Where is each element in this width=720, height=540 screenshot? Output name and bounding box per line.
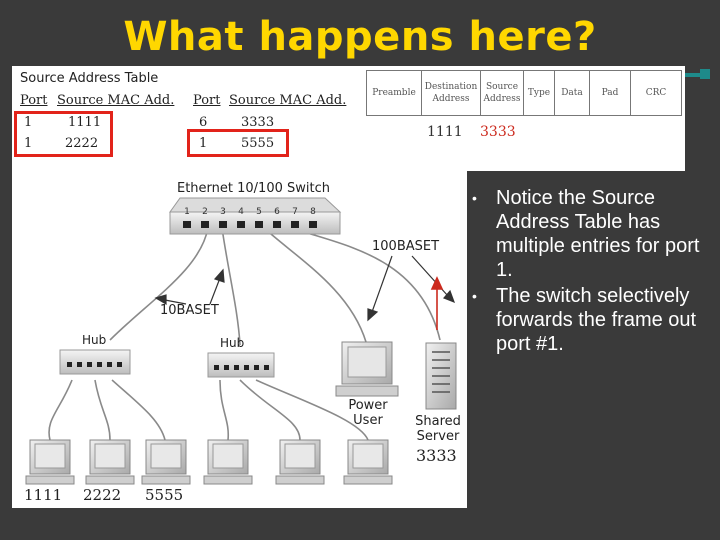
bullet-marker: • [472, 190, 477, 206]
cable-hub-right-pc5 [239, 379, 301, 441]
arrow-100baset-power [371, 255, 393, 313]
highlight-box-left [14, 111, 113, 157]
sat-left-row1-mac: 1111 [68, 115, 102, 130]
pc-mac-2222: 2222 [83, 486, 122, 504]
port-number-8: 8 [310, 207, 316, 217]
pc-hub2-b [275, 439, 325, 485]
sat-header-mac-left: Source MAC Add. [57, 93, 175, 108]
pc-hub2-a [203, 439, 253, 485]
sat-left-row1-port: 1 [24, 115, 33, 130]
label-10baset: 10BASET [160, 303, 219, 318]
sat-header-port-left: Port [20, 93, 48, 108]
frame-field-type: Type [523, 70, 555, 116]
switch-port-4 [237, 221, 245, 228]
bullet-item: • The switch selectively forwards the fra… [472, 284, 712, 356]
hub-right-device [207, 352, 275, 378]
cable-hub-left-pc3 [111, 379, 166, 441]
pc-hub2-c [343, 439, 393, 485]
switch-port-5 [255, 221, 263, 228]
arrow-10baset-hub [164, 299, 187, 305]
sat-left-row2-port: 1 [24, 136, 33, 151]
bullet-marker: • [472, 288, 477, 304]
port-number-5: 5 [256, 207, 262, 217]
hub-left-label: Hub [82, 333, 107, 347]
frame-field-data: Data [554, 70, 590, 116]
frame-field-crc: CRC [630, 70, 682, 116]
switch-port-2 [201, 221, 209, 228]
frame-field-pad: Pad [589, 70, 631, 116]
sat-header-port-right: Port [193, 93, 221, 108]
sat-left-row2-mac: 2222 [65, 136, 99, 151]
power-user-computer [335, 341, 399, 397]
cable-hub-right-pc6 [255, 379, 369, 441]
label-100baset: 100BASET [372, 239, 440, 254]
sat-right-row1-mac: 3333 [241, 115, 275, 130]
sat-right-row2-port: 1 [199, 136, 208, 151]
server-traffic-arrow [430, 276, 444, 330]
frame-format-table: Preamble Destination Address Source Addr… [366, 70, 682, 116]
bullet-text-1: Notice the Source Address Table has mult… [496, 187, 700, 281]
port-number-1: 1 [184, 207, 190, 217]
sat-right-row1-port: 6 [199, 115, 208, 130]
sat-title: Source Address Table [20, 71, 159, 86]
cable-switch-power-user [263, 227, 367, 343]
cable-lines [48, 227, 441, 441]
port-number-6: 6 [274, 207, 280, 217]
shared-server-label: Shared Server [415, 414, 461, 444]
cable-switch-hub-right [221, 227, 241, 346]
frame-field-preamble: Preamble [366, 70, 422, 116]
bullet-text-2: The switch selectively forwards the fram… [496, 285, 697, 355]
bullet-item: • Notice the Source Address Table has mul… [472, 186, 712, 282]
shared-server-device [425, 342, 457, 410]
hub-right-label: Hub [220, 336, 245, 350]
hub-left-device [59, 349, 131, 375]
switch-port-7 [291, 221, 299, 228]
sat-right-row2-mac: 5555 [241, 136, 275, 151]
port-number-2: 2 [202, 207, 208, 217]
frame-source-value: 3333 [480, 124, 516, 140]
power-user-label: Power User [348, 398, 388, 428]
arrow-100baset-server [411, 255, 449, 297]
highlight-box-right [187, 129, 289, 157]
ethernet-switch [169, 197, 342, 235]
switch-port-6 [273, 221, 281, 228]
pc-mac-1111: 1111 [24, 486, 63, 504]
cable-hub-right-pc4 [219, 379, 230, 441]
switch-label: Ethernet 10/100 Switch [177, 181, 330, 196]
decorative-square [700, 69, 710, 79]
switch-port-3 [219, 221, 227, 228]
frame-destination-value: 1111 [427, 124, 463, 140]
port-number-3: 3 [220, 207, 226, 217]
port-number-4: 4 [238, 207, 244, 217]
slide-title: What happens here? [123, 14, 597, 60]
port-number-7: 7 [292, 207, 298, 217]
bullet-list: • Notice the Source Address Table has mul… [472, 186, 712, 356]
switch-port-1 [183, 221, 191, 228]
frame-field-destination: Destination Address [421, 70, 481, 116]
pc-mac-5555: 5555 [145, 486, 184, 504]
cable-hub-left-pc2 [94, 379, 111, 441]
pc-5555 [141, 439, 191, 485]
pc-2222 [85, 439, 135, 485]
server-mac-label: 3333 [416, 446, 457, 465]
sat-header-mac-right: Source MAC Add. [229, 93, 347, 108]
arrow-10baset-cable [209, 277, 221, 305]
cable-hub-left-pc1 [48, 379, 73, 441]
pc-1111 [25, 439, 75, 485]
cable-switch-hub-left [109, 227, 209, 341]
switch-port-8 [309, 221, 317, 228]
